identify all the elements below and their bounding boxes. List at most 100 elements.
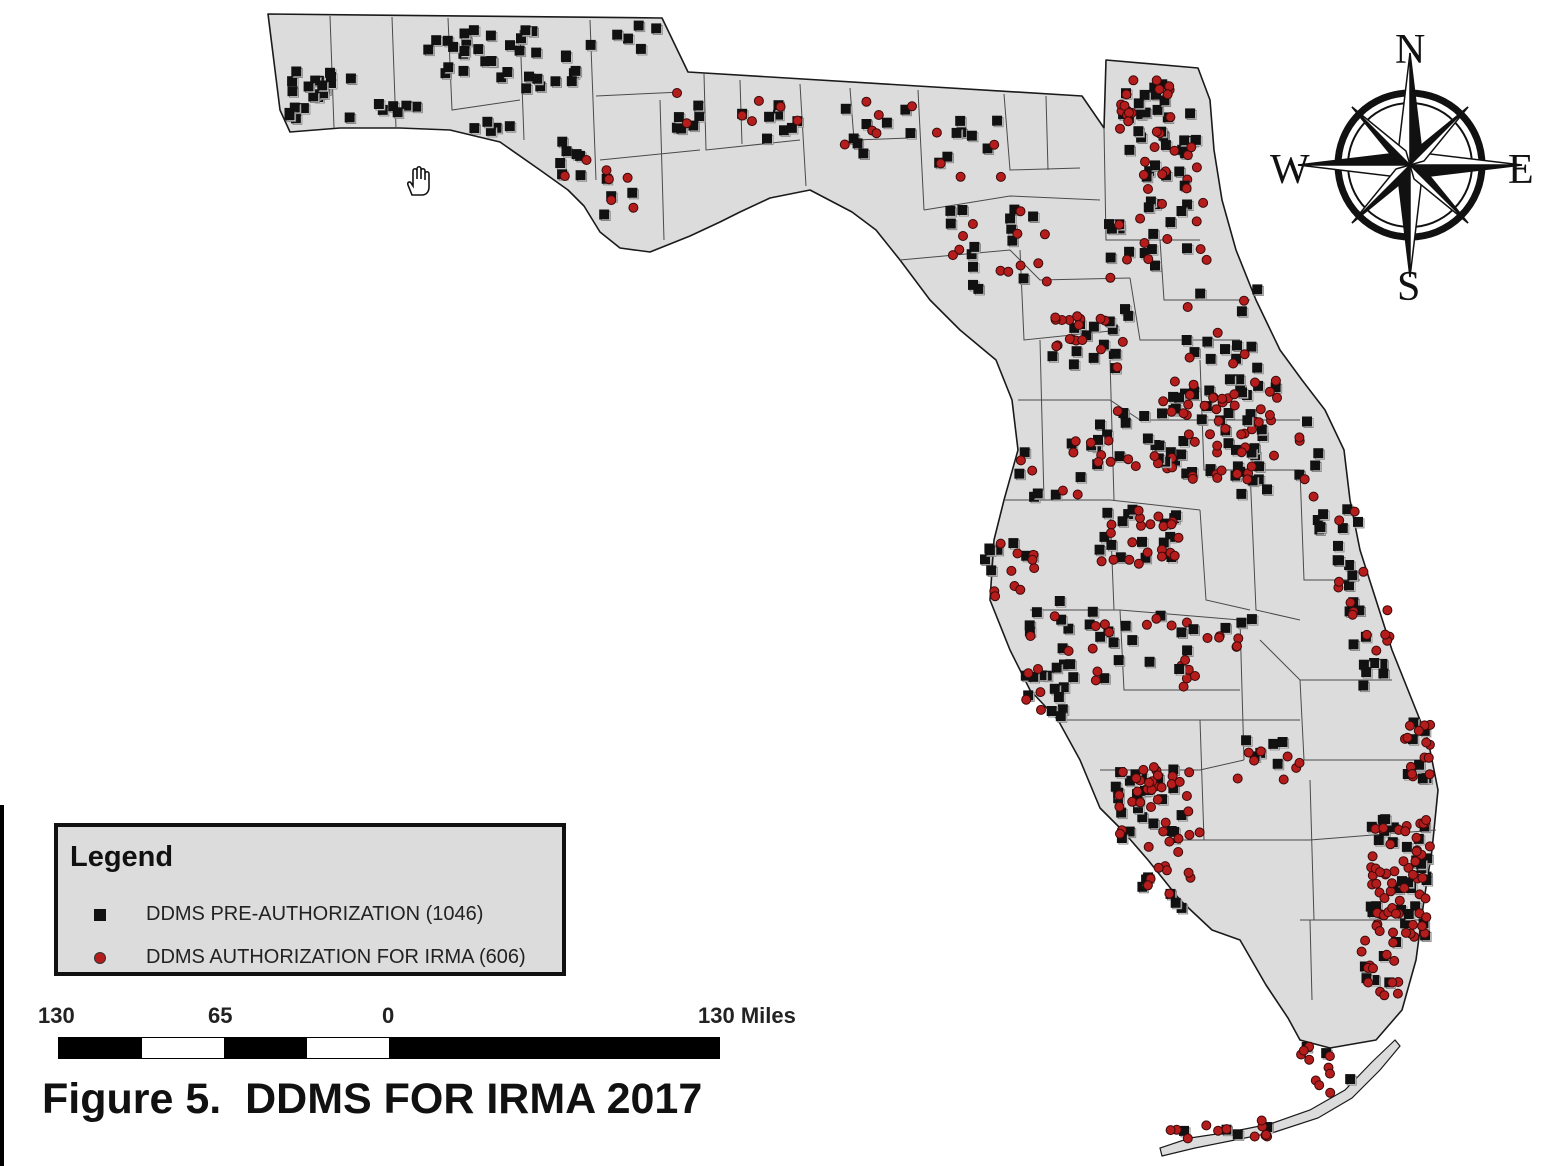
irma-authorization-marker (1153, 511, 1164, 522)
irma-authorization-marker (1117, 336, 1128, 347)
pre-authorization-marker (1313, 448, 1324, 459)
pre-authorization-marker (688, 120, 699, 131)
pre-authorization-marker (1181, 468, 1192, 479)
irma-authorization-marker (1015, 455, 1026, 466)
irma-authorization-marker (1424, 769, 1435, 780)
irma-authorization-marker (1417, 921, 1428, 932)
irma-authorization-marker (1115, 828, 1125, 839)
irma-authorization-marker (1183, 806, 1194, 817)
irma-authorization-marker (1178, 408, 1189, 419)
pre-authorization-marker (1347, 570, 1358, 581)
pre-authorization-marker (1058, 682, 1069, 693)
irma-authorization-marker (1157, 198, 1167, 209)
pre-authorization-marker (1032, 488, 1043, 499)
pre-authorization-marker (1236, 617, 1247, 628)
irma-authorization-marker (1166, 406, 1177, 417)
pre-authorization-marker (1179, 1125, 1189, 1136)
irma-authorization-marker (1162, 89, 1173, 100)
irma-authorization-marker (1174, 776, 1185, 787)
irma-authorization-marker (1385, 839, 1396, 850)
irma-authorization-marker (1114, 219, 1125, 230)
pre-authorization-marker (1110, 781, 1121, 792)
scale-label-65: 65 (208, 1003, 233, 1028)
irma-authorization-marker (1325, 1087, 1336, 1098)
pre-authorization-marker (1168, 764, 1179, 775)
pre-authorization-marker (599, 209, 610, 220)
pre-authorization-marker (764, 111, 775, 122)
pre-authorization-marker (1236, 488, 1247, 499)
pre-authorization-marker (411, 101, 422, 112)
irma-authorization-marker (601, 165, 612, 176)
irma-authorization-marker (1033, 258, 1044, 269)
irma-authorization-marker (1122, 254, 1132, 265)
irma-authorization-marker (1072, 311, 1083, 322)
pre-authorization-marker (1149, 82, 1160, 93)
irma-authorization-marker (1402, 732, 1413, 743)
pre-authorization-marker (1057, 704, 1068, 715)
irma-authorization-marker (1308, 491, 1319, 502)
pre-authorization-marker (1099, 673, 1110, 684)
irma-authorization-marker (1380, 629, 1391, 640)
scale-label-0: 0 (382, 1003, 395, 1028)
irma-authorization-marker (1382, 605, 1393, 616)
irma-authorization-marker (1173, 847, 1184, 857)
irma-authorization-marker (1105, 456, 1116, 467)
data-points (284, 20, 1436, 1144)
irma-authorization-marker (1183, 399, 1194, 410)
irma-authorization-marker (1408, 869, 1418, 880)
pre-authorization-marker (1176, 449, 1187, 460)
left-edge-line (0, 805, 4, 1166)
pre-authorization-marker (905, 128, 916, 139)
irma-authorization-marker (1012, 228, 1023, 239)
irma-authorization-marker (1123, 454, 1134, 465)
irma-authorization-marker (1379, 893, 1390, 904)
irma-authorization-marker (1143, 184, 1153, 194)
pre-authorization-marker (1051, 662, 1062, 673)
pre-authorization-marker (1416, 858, 1427, 869)
pre-authorization-marker (858, 148, 869, 159)
irma-authorization-marker (775, 101, 786, 112)
irma-authorization-marker (995, 171, 1006, 182)
irma-authorization-marker (1138, 169, 1149, 180)
irma-authorization-marker (1421, 737, 1432, 748)
pre-authorization-marker (969, 241, 980, 252)
pre-authorization-marker (1176, 810, 1187, 821)
irma-authorization-marker (1400, 826, 1411, 837)
irma-authorization-marker (907, 101, 917, 112)
pre-authorization-marker (1174, 392, 1185, 403)
pre-authorization-marker (1095, 631, 1106, 642)
pre-authorization-marker (945, 205, 956, 216)
irma-authorization-marker (1264, 386, 1275, 397)
irma-authorization-marker (1371, 645, 1382, 656)
irma-authorization-marker (1294, 757, 1305, 768)
pre-authorization-marker (1224, 374, 1235, 385)
irma-authorization-marker (1282, 751, 1293, 762)
pre-authorization-marker (317, 80, 328, 91)
pre-authorization-marker (786, 122, 797, 133)
pre-authorization-marker (986, 565, 997, 576)
pre-authorization-marker (1056, 614, 1067, 625)
pre-authorization-marker (1115, 552, 1126, 563)
pre-authorization-marker (1105, 252, 1116, 263)
irma-authorization-marker (1173, 532, 1184, 543)
pre-authorization-marker (1369, 658, 1380, 668)
pre-authorization-marker (1242, 415, 1253, 426)
pre-authorization-marker (1102, 429, 1113, 440)
irma-authorization-marker (1012, 548, 1023, 559)
pre-authorization-marker (1294, 469, 1305, 480)
scale-label-130-miles: 130 Miles (698, 1003, 796, 1028)
irma-authorization-marker (1220, 423, 1231, 434)
pre-authorization-marker (1169, 826, 1180, 837)
irma-authorization-marker (1270, 375, 1281, 386)
irma-authorization-marker (1325, 1068, 1335, 1079)
pre-authorization-marker (1182, 645, 1193, 656)
florida-keys (1159, 1039, 1401, 1157)
irma-authorization-marker (1298, 1045, 1309, 1056)
pre-authorization-marker (1152, 104, 1163, 115)
pre-authorization-marker (773, 109, 784, 120)
pre-authorization-marker (482, 116, 493, 127)
pre-authorization-marker (326, 78, 336, 88)
irma-authorization-marker (1164, 81, 1175, 92)
pre-authorization-marker (566, 76, 577, 87)
pre-authorization-marker (1369, 975, 1380, 985)
